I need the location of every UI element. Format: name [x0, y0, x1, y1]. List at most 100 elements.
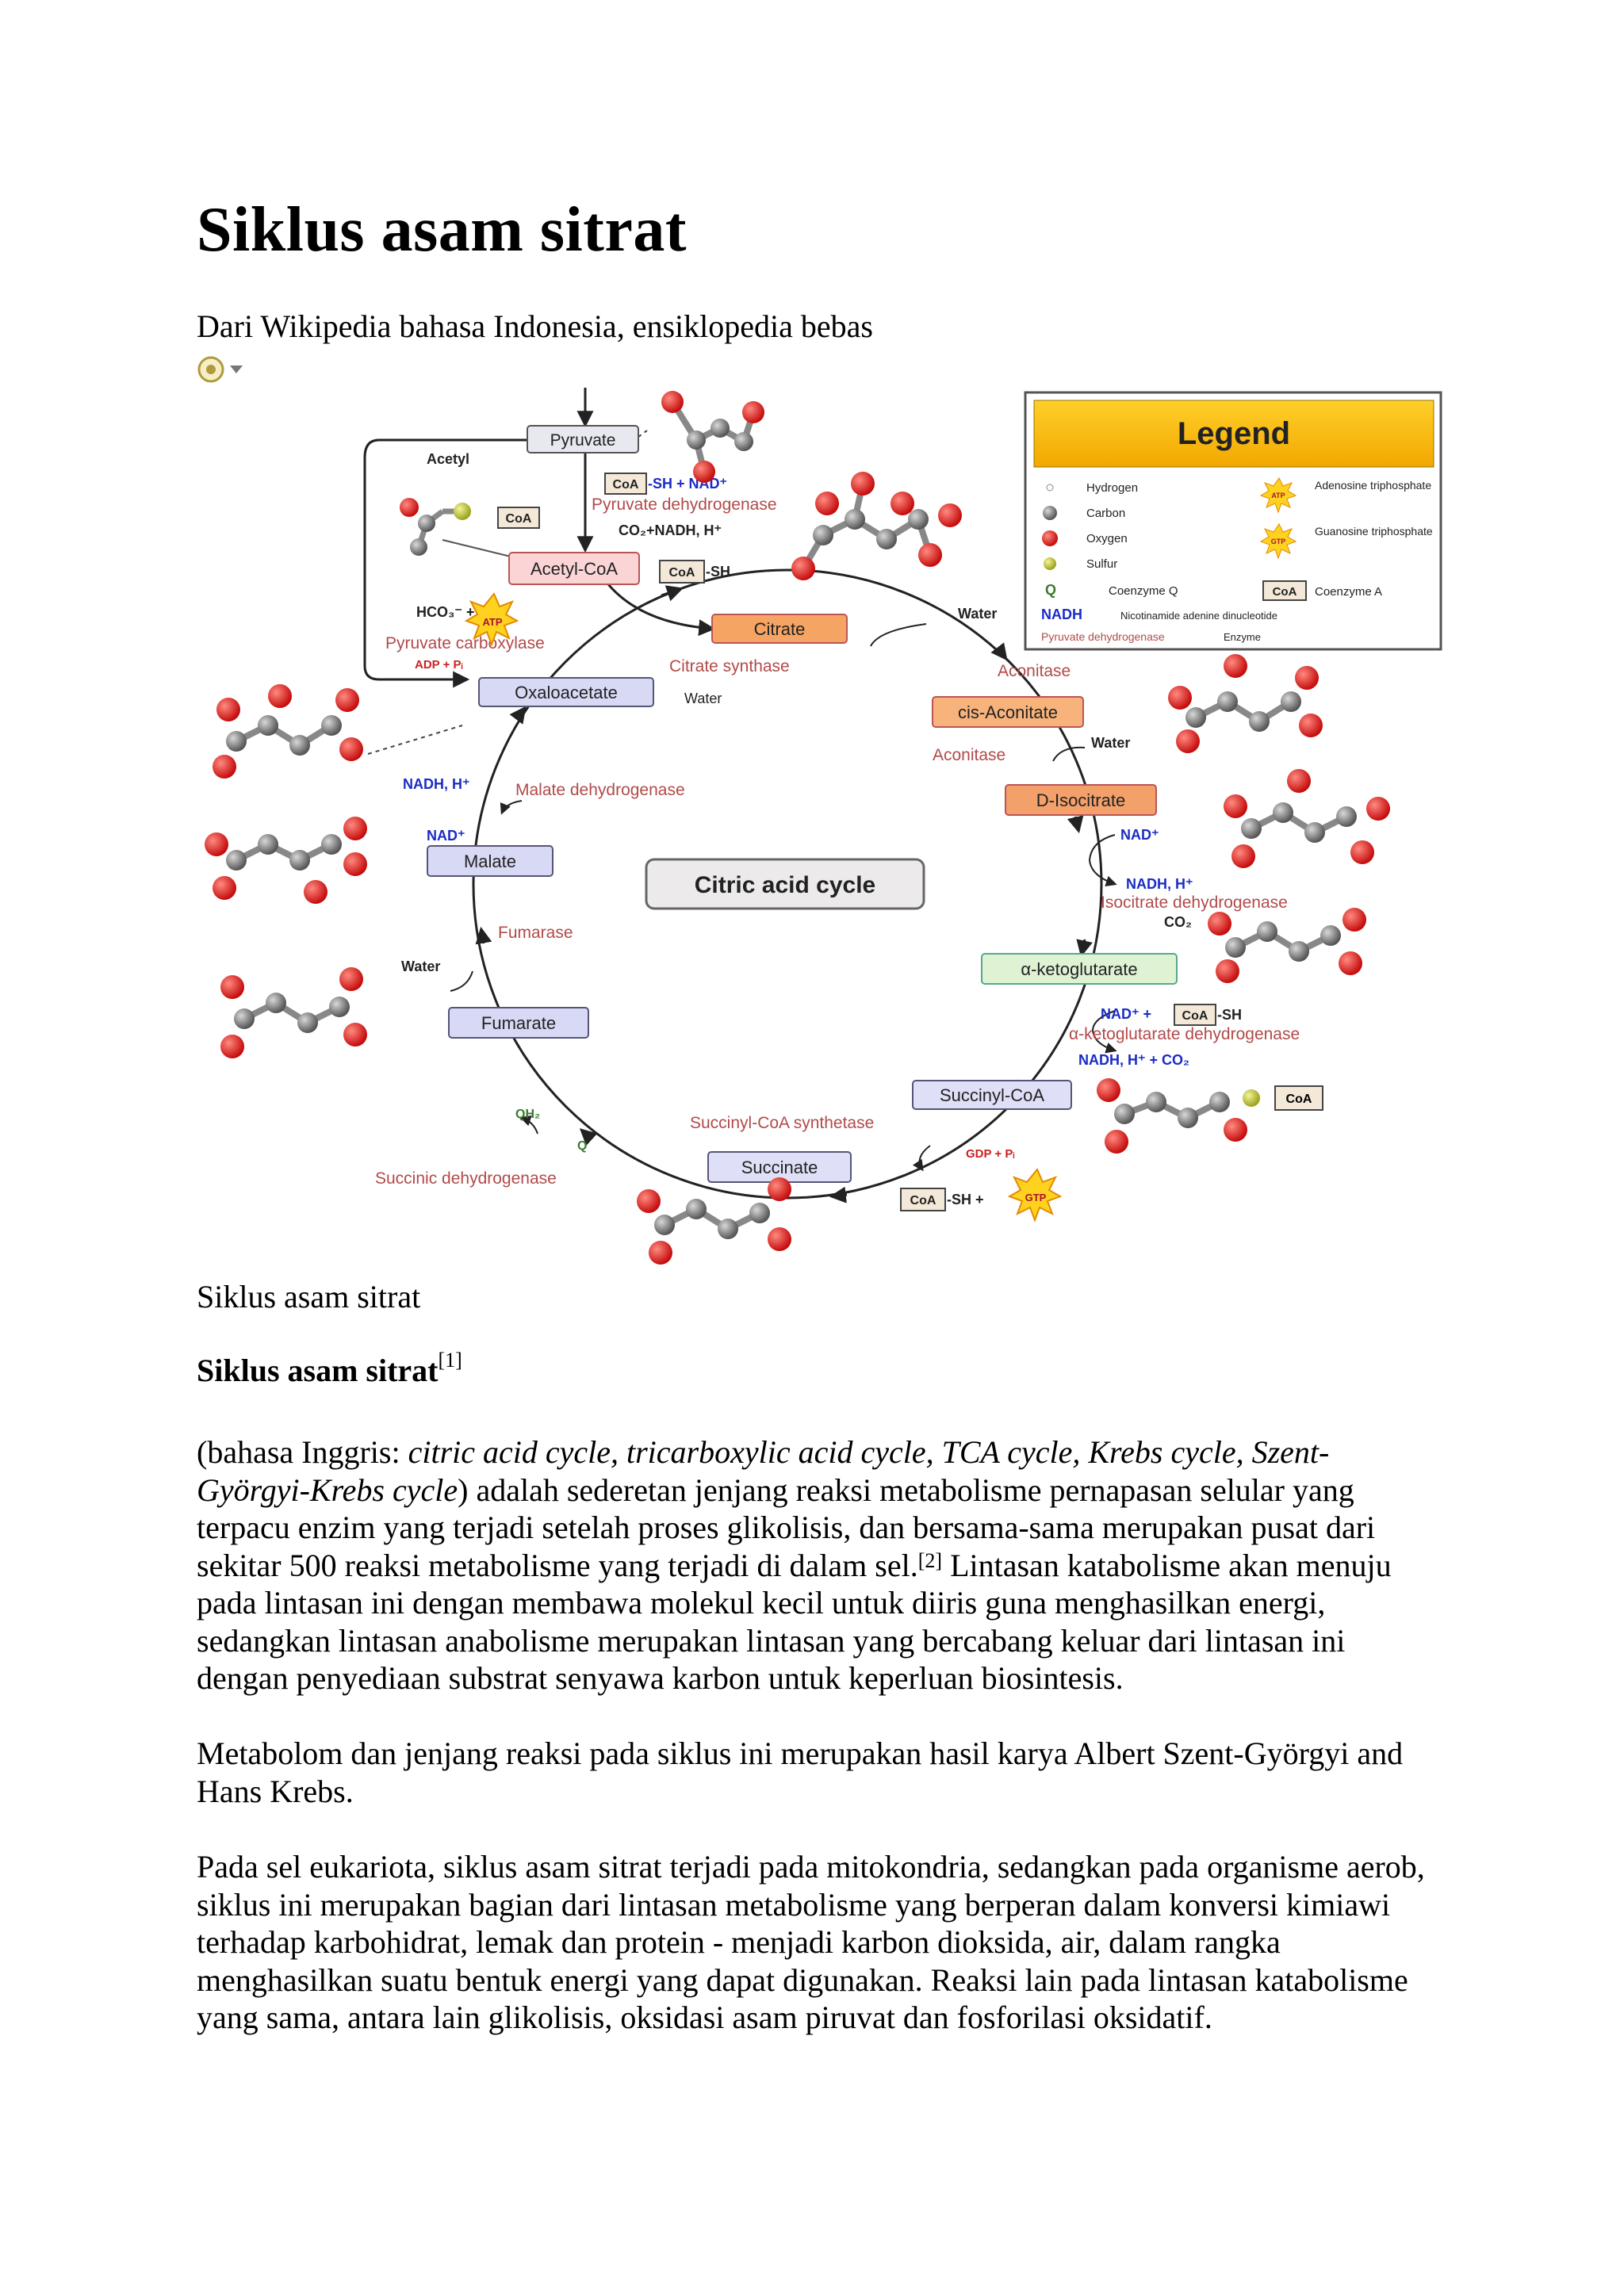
article-term: Siklus asam sitrat[1]	[197, 1349, 462, 1388]
coa-badge: CoA	[1182, 1009, 1208, 1023]
svg-text:α-ketoglutarate: α-ketoglutarate	[1021, 959, 1137, 979]
metabolite-cis-aconitate: cis-Aconitate	[932, 696, 1084, 728]
svg-text:ATP: ATP	[1271, 492, 1285, 499]
translate-icon[interactable]	[197, 354, 260, 385]
enzyme-akg-dehydrogenase: α-ketoglutarate dehydrogenase	[1069, 1025, 1300, 1043]
legend-carbon: Carbon	[1086, 507, 1125, 520]
cycle-center-label: Citric acid cycle	[645, 858, 925, 910]
acetyl-molecule-icon	[400, 498, 471, 556]
citrate-molecule-icon	[791, 472, 962, 580]
svg-text:Acetyl-CoA: Acetyl-CoA	[530, 559, 618, 579]
legend-q-symbol: Q	[1045, 582, 1056, 598]
alpha-ketoglutarate-molecule-icon	[1208, 908, 1366, 983]
nad-label: NAD⁺	[1120, 827, 1159, 843]
coa-badge: CoA	[613, 478, 639, 492]
svg-text:D-Isocitrate: D-Isocitrate	[1036, 790, 1125, 810]
svg-text:ATP: ATP	[482, 616, 502, 628]
legend-gtp: Guanosine triphosphate	[1315, 525, 1433, 538]
metabolite-pyruvate: Pyruvate	[527, 425, 639, 453]
enzyme-pyruvate-carboxylase: Pyruvate carboxylase	[385, 634, 545, 652]
svg-text:CoA: CoA	[1273, 585, 1297, 599]
fumarate-molecule-icon	[220, 967, 367, 1058]
q-label: Q	[577, 1139, 587, 1153]
reference-link[interactable]: [2]	[917, 1548, 943, 1572]
nadh-co2-label: NADH, H⁺ + CO₂	[1078, 1052, 1189, 1068]
coa-sh-nad-label: -SH + NAD⁺	[648, 476, 727, 492]
legend-nad: Nicotinamide adenine dinucleotide	[1120, 610, 1277, 622]
legend-sulfur: Sulfur	[1086, 557, 1117, 571]
nad-label: NAD⁺	[427, 828, 465, 844]
metabolite-malate: Malate	[427, 845, 553, 877]
nadh-label: NADH, H⁺	[1126, 876, 1193, 892]
metabolite-succinyl-coa: Succinyl-CoA	[912, 1080, 1072, 1110]
svg-text:Succinyl-CoA: Succinyl-CoA	[940, 1085, 1044, 1105]
svg-text:Malate: Malate	[464, 851, 516, 871]
adp-pi-label: ADP + Pᵢ	[415, 658, 463, 672]
oxaloacetate-molecule-icon	[213, 684, 363, 779]
coa-badge: CoA	[669, 566, 695, 580]
svg-text:Pyruvate: Pyruvate	[550, 431, 616, 450]
enzyme-fumarase: Fumarase	[498, 924, 573, 942]
legend-coa: Coenzyme A	[1315, 585, 1382, 599]
enzyme-malate-dehydrogenase: Malate dehydrogenase	[515, 781, 685, 799]
page-subtitle: Dari Wikipedia bahasa Indonesia, ensiklo…	[197, 308, 873, 344]
metabolite-acetyl-coa: Acetyl-CoA	[508, 552, 640, 585]
svg-text:GTP: GTP	[1025, 1192, 1047, 1203]
sh-label: -SH	[1217, 1007, 1242, 1023]
water-label: Water	[401, 959, 440, 974]
co2-nadh-label: CO₂+NADH, H⁺	[619, 522, 722, 538]
legend-enzyme: Enzyme	[1224, 631, 1261, 643]
co2-label: CO₂	[1164, 914, 1192, 930]
svg-text:Succinate: Succinate	[741, 1158, 818, 1177]
legend-hydrogen: Hydrogen	[1086, 481, 1138, 495]
gdp-pi-label: GDP + Pᵢ	[966, 1147, 1014, 1161]
coa-badge: CoA	[910, 1194, 936, 1207]
article-paragraph: Pada sel eukariota, siklus asam sitrat t…	[197, 1849, 1425, 2035]
water-label: Water	[1091, 735, 1130, 751]
legend-nadh-symbol: NADH	[1041, 607, 1082, 622]
enzyme-succinyl-coa-synthetase: Succinyl-CoA synthetase	[690, 1114, 874, 1132]
pyruvate-molecule-icon	[661, 391, 764, 483]
acetyl-label: Acetyl	[427, 451, 469, 467]
succinyl-coa-molecule-icon	[1097, 1078, 1260, 1154]
coa-badge: CoA	[506, 512, 532, 526]
figure-caption: Siklus asam sitrat	[197, 1279, 421, 1314]
metabolite-alpha-ketoglutarate: α-ketoglutarate	[981, 953, 1178, 985]
enzyme-aconitase: Aconitase	[933, 746, 1005, 764]
enzyme-succinic-dehydrogenase: Succinic dehydrogenase	[375, 1169, 557, 1188]
coa-badge: CoA	[1286, 1093, 1312, 1106]
legend-title: Legend	[1178, 416, 1290, 451]
enzyme-citrate-synthase: Citrate synthase	[669, 657, 790, 675]
metabolite-succinate: Succinate	[707, 1151, 852, 1183]
metabolite-oxaloacetate: Oxaloacetate	[478, 677, 654, 707]
water-label: Water	[684, 691, 722, 706]
enzyme-isocitrate-dehydrogenase: Isocitrate dehydrogenase	[1101, 894, 1288, 912]
svg-text:Citrate: Citrate	[754, 619, 806, 639]
atp-icon: ATP	[464, 592, 519, 647]
qh2-label: QH₂	[515, 1108, 540, 1121]
svg-text:Fumarate: Fumarate	[481, 1013, 556, 1033]
water-label: Water	[958, 606, 997, 622]
svg-text:Citric acid cycle: Citric acid cycle	[695, 872, 875, 898]
reference-link[interactable]: [1]	[438, 1349, 462, 1372]
hco3-label: HCO₃⁻ +	[416, 604, 474, 620]
malate-molecule-icon	[205, 817, 367, 904]
isocitrate-molecule-icon	[1224, 769, 1390, 868]
enzyme-aconitase: Aconitase	[998, 662, 1071, 680]
article-paragraph: (bahasa Inggris: citric acid cycle, tric…	[197, 1434, 1392, 1696]
nadh-label: NADH, H⁺	[403, 776, 470, 792]
metabolite-fumarate: Fumarate	[448, 1007, 589, 1039]
page-title: Siklus asam sitrat	[197, 195, 687, 265]
legend-atp: Adenosine triphosphate	[1315, 479, 1431, 492]
article-paragraph: Metabolom dan jenjang reaksi pada siklus…	[197, 1735, 1404, 1809]
succinate-molecule-icon	[637, 1177, 791, 1265]
legend: Legend Hydrogen Carbon Oxygen Sulfur Q C…	[1024, 391, 1442, 651]
metabolite-d-isocitrate: D-Isocitrate	[1005, 784, 1157, 816]
legend-enzyme-sample: Pyruvate dehydrogenase	[1041, 630, 1165, 643]
citric-acid-cycle-figure: Pyruvate Acetyl-CoA Citrate cis-Aconitat…	[205, 388, 1442, 1265]
metabolite-citrate: Citrate	[711, 614, 848, 644]
legend-coenzyme-q: Coenzyme Q	[1109, 584, 1178, 598]
cis-aconitate-molecule-icon	[1168, 654, 1323, 753]
svg-text:Oxaloacetate: Oxaloacetate	[515, 683, 618, 702]
sh-label: -SH +	[947, 1192, 984, 1207]
